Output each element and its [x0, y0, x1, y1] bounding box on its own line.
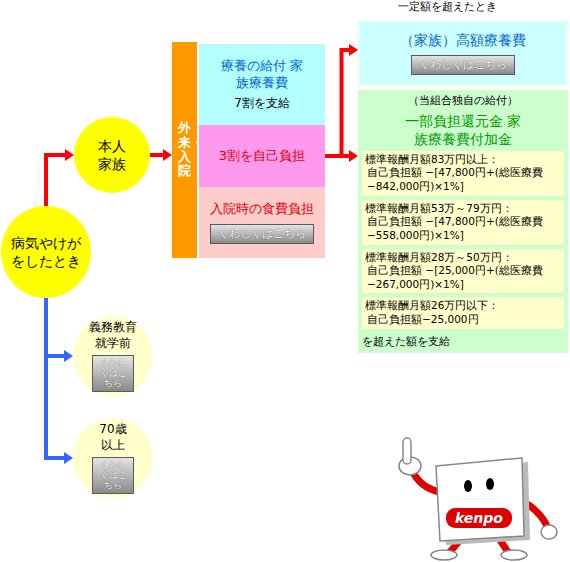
connector: [46, 149, 74, 206]
node-text: くわしくはこちら: [419, 58, 507, 72]
mascot-finger: [403, 438, 411, 464]
node-text: くわしくはこちら: [96, 358, 130, 389]
mascot-shoe: [431, 550, 457, 560]
node-text: 自己負担額 −[25,000円+(総医療費−267,000円)×1%]: [365, 264, 561, 291]
node-text: 標準報酬月額53万～79万円：: [365, 202, 561, 216]
condition-box: 標準報酬月額28万～50万円：自己負担額 −[25,000円+(総医療費−267…: [362, 249, 564, 294]
node-text: 外来・入院: [178, 121, 191, 178]
node-text: 自己負担額 −[47,800円+(総医療費−558,000円)×1%]: [365, 215, 561, 242]
connector-line: [46, 298, 67, 356]
node-text: 標準報酬月額83万円以上：: [365, 153, 561, 167]
node-text: 自己負担額−25,000円: [365, 313, 561, 327]
mascot-badge: [446, 508, 512, 528]
condition-box: 標準報酬月額53万～79万円：自己負担額 −[47,800円+(総医療費−558…: [362, 200, 564, 245]
category-circle: 本人 家族: [74, 117, 150, 193]
connector: [150, 149, 172, 161]
connector: [325, 150, 358, 162]
mascot-eye: [464, 480, 472, 492]
mascot: [399, 438, 557, 560]
info-box: 3割を自己負担: [199, 125, 325, 187]
condition-box: 標準報酬月額26万円以下：自己負担額−25,000円: [362, 297, 564, 328]
detail-button: くわしくはこちら: [411, 55, 515, 75]
detail-button: くわしくはこちら: [210, 224, 314, 244]
node-text: 療養の給付 家族療養費: [216, 58, 308, 92]
node-text: 7割を支給: [234, 96, 290, 112]
node-text: 義務教育 就学前: [87, 320, 139, 351]
node-text: 一部負担還元金 家族療養費付加金: [403, 112, 523, 148]
connector: [325, 44, 358, 156]
category-circle: 病気やけがをしたとき: [1, 206, 91, 298]
mascot-hand: [541, 525, 557, 539]
category-circle: 義務教育 就学前くわしくはこちら: [73, 316, 153, 396]
label-bar: 外来・入院: [172, 42, 197, 258]
node-text: くわしくはこちら: [96, 460, 130, 491]
node-text: （当組合独自の給付）: [408, 94, 518, 108]
node-text: 病気やけがをしたとき: [9, 234, 83, 270]
connector-line: [325, 50, 352, 156]
arrow-head: [64, 452, 73, 464]
mascot-shoe: [501, 550, 527, 560]
node-text: を超えた額を支給: [358, 335, 450, 349]
arrow-head: [349, 44, 358, 56]
condition-box: 標準報酬月額83万円以上：自己負担額 −[47,800円+(総医療費−842,0…: [362, 151, 564, 196]
connector-line: [46, 155, 68, 206]
connector-line: [325, 154, 352, 158]
node-text: くわしくはこちら: [218, 227, 306, 241]
mascot-logo: kenpo: [447, 509, 511, 527]
category-circle: 70歳 以上くわしくはこちら: [73, 418, 153, 498]
node-text: 3割を自己負担: [219, 148, 305, 165]
node-text: 標準報酬月額28万～50万円：: [365, 251, 561, 265]
arrow-head: [64, 350, 73, 362]
arrow-head: [349, 150, 358, 162]
mascot-eye: [486, 478, 494, 490]
connector-line: [46, 298, 67, 458]
node-text: 70歳 以上: [93, 422, 133, 453]
node-text: 本人 家族: [96, 137, 128, 173]
detail-button: くわしくはこちら: [92, 457, 134, 494]
mascot-body: [436, 458, 524, 541]
info-box: 療養の給付 家族療養費 7割を支給: [199, 44, 325, 125]
node-text: 自己負担額 −[47,800円+(総医療費−842,000円)×1%]: [365, 166, 561, 193]
node-text: 標準報酬月額26万円以下：: [365, 299, 561, 313]
arrow-head: [163, 149, 172, 161]
node-text: （家族）高額療養費: [400, 31, 526, 49]
connector: [46, 298, 73, 464]
arrow-head: [65, 149, 74, 161]
info-box: （家族）高額療養費くわしくはこちら: [358, 20, 568, 86]
info-box: （当組合独自の給付）一部負担還元金 家族療養費付加金標準報酬月額83万円以上：自…: [358, 90, 568, 353]
condition-note: 一定額を超えたとき: [398, 0, 497, 14]
detail-button: くわしくはこちら: [92, 355, 134, 392]
node-text: 入院時の食費負担: [210, 201, 314, 218]
info-box: 入院時の食費負担くわしくはこちら: [199, 187, 325, 258]
connector: [46, 298, 73, 362]
